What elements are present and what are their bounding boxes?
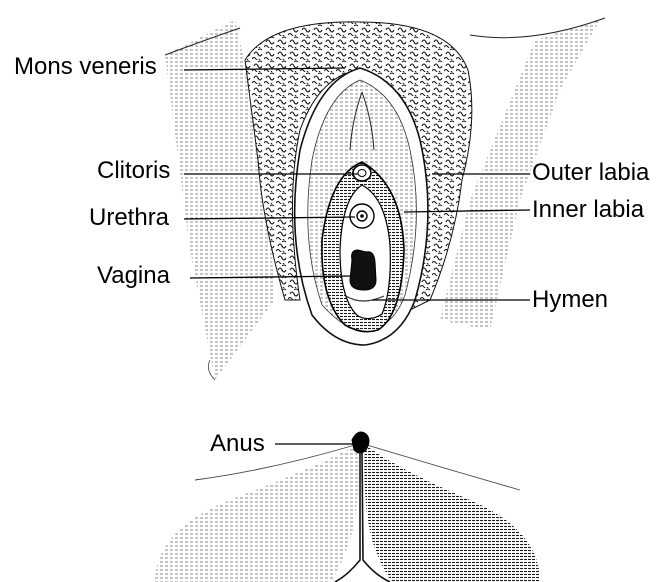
label-mons-veneris: Mons veneris	[14, 53, 157, 81]
label-vagina: Vagina	[97, 262, 170, 290]
vagina-shape	[350, 250, 376, 290]
right-buttock	[364, 445, 540, 582]
label-outer-labia: Outer labia	[532, 159, 649, 187]
label-hymen: Hymen	[532, 286, 608, 314]
label-clitoris: Clitoris	[97, 157, 170, 185]
label-inner-labia: Inner labia	[532, 196, 644, 224]
anus-shape	[352, 432, 369, 453]
left-buttock	[155, 445, 358, 582]
label-urethra: Urethra	[89, 204, 169, 232]
label-anus: Anus	[210, 430, 265, 458]
